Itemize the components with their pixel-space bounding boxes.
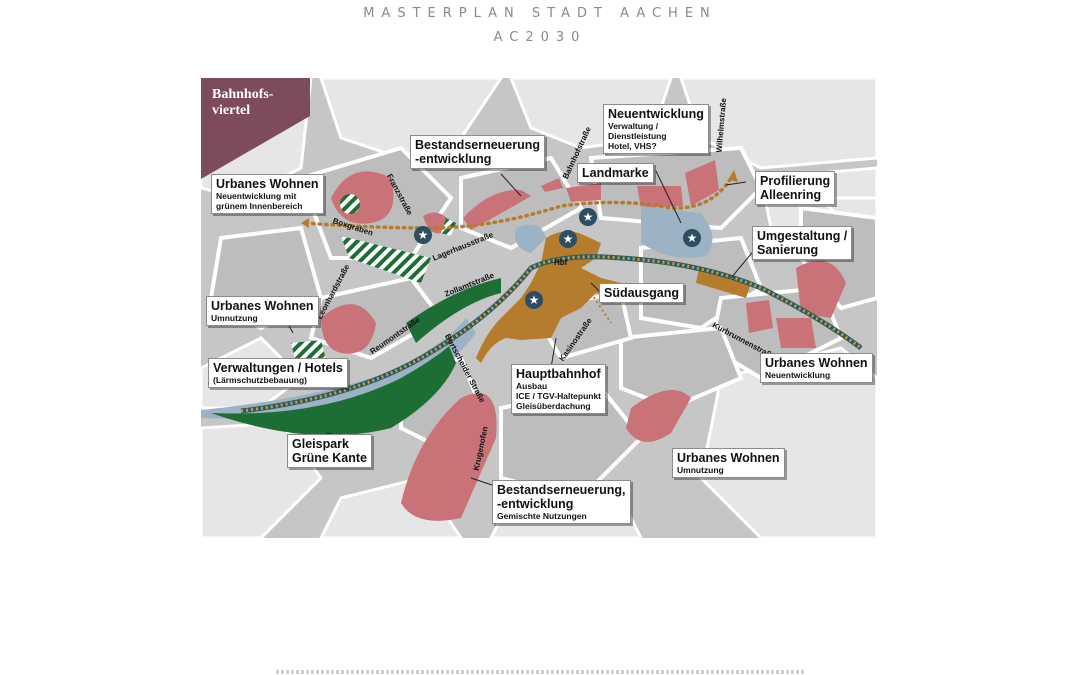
svg-text:★: ★	[563, 232, 574, 246]
label-landmarke: Landmarke	[577, 163, 654, 183]
label-title: Südausgang	[604, 286, 680, 300]
south-exit-path	[590, 292, 612, 324]
label-subtitle: Neuentwicklung mit grünem Innenbereich	[216, 191, 303, 211]
site-plan-map: ★ ★ ★ ★ ★ Bahnhofs- viertel Franzstraße …	[201, 78, 877, 538]
label-subtitle: Umnutzung	[211, 313, 258, 323]
svg-text:★: ★	[529, 293, 540, 307]
header-subtitle: AC2030	[493, 30, 587, 45]
residential-areas	[321, 160, 846, 521]
label-hauptbahnhof: Hauptbahnhof Ausbau ICE / TGV-Haltepunkt…	[511, 364, 607, 414]
label-title: Neuentwicklung	[608, 107, 704, 121]
label-subtitle: Gemischte Nutzungen	[497, 511, 587, 521]
label-title: Urbanes Wohnen	[211, 299, 314, 313]
label-title: Hauptbahnhof	[516, 367, 601, 381]
green-park	[211, 278, 501, 436]
label-title: Verwaltungen / Hotels	[213, 361, 343, 375]
svg-text:★: ★	[583, 210, 594, 224]
label-urbanes-wohnen-neuentwicklung-east: Urbanes Wohnen Neuentwicklung	[760, 353, 873, 383]
arrow-west	[301, 218, 309, 228]
station-area	[476, 231, 751, 363]
district-badge	[201, 78, 310, 179]
label-subtitle: (Lärmschutzbebauung)	[213, 375, 307, 385]
label-title: Umgestaltung / Sanierung	[757, 229, 848, 257]
ring-route	[304, 176, 733, 230]
landmark-stars: ★ ★ ★ ★ ★	[414, 208, 701, 309]
label-verwaltungen-hotels: Verwaltungen / Hotels (Lärmschutzbebauun…	[208, 358, 348, 388]
label-title: Urbanes Wohnen	[216, 177, 319, 191]
svg-text:★: ★	[418, 228, 429, 242]
label-subtitle: Verwaltung / Dienstleistung Hotel, VHS?	[608, 121, 667, 151]
label-neuentwicklung: Neuentwicklung Verwaltung / Dienstleistu…	[603, 104, 709, 154]
label-gleispark: Gleispark Grüne Kante	[287, 434, 373, 468]
label-subtitle: Ausbau ICE / TGV-Haltepunkt Gleisüberdac…	[516, 381, 602, 411]
label-umgestaltung-sanierung: Umgestaltung / Sanierung	[752, 226, 853, 260]
label-bestandserneuerung-gemischt: Bestandserneuerung, -entwicklung Gemisch…	[492, 480, 631, 524]
arrow-north	[728, 170, 738, 182]
label-title: Bestandserneuerung -entwicklung	[415, 138, 541, 166]
hbf-label: Hbf	[554, 258, 568, 267]
svg-text:★: ★	[687, 231, 698, 245]
label-urbanes-wohnen-neuentwicklung: Urbanes Wohnen Neuentwicklung mit grünem…	[211, 174, 324, 214]
railway-ties	[240, 255, 862, 413]
label-urbanes-wohnen-umnutzung: Urbanes Wohnen Umnutzung	[206, 296, 319, 326]
label-title: Profilierung Alleenring	[760, 174, 831, 202]
footer-strip	[276, 670, 806, 674]
district-name: Bahnhofs- viertel	[212, 87, 274, 118]
label-title: Landmarke	[582, 166, 649, 180]
label-subtitle: Neuentwicklung	[765, 370, 831, 380]
hatched-green	[291, 194, 456, 363]
label-bestandserneuerung: Bestandserneuerung -entwicklung	[410, 135, 546, 169]
label-urbanes-wohnen-umnutzung-south: Urbanes Wohnen Umnutzung	[672, 448, 785, 478]
label-title: Bestandserneuerung, -entwicklung	[497, 483, 626, 511]
label-profilierung-alleenring: Profilierung Alleenring	[755, 171, 836, 205]
label-suedausgang: Südausgang	[599, 283, 685, 303]
label-title: Urbanes Wohnen	[677, 451, 780, 465]
header-title: MASTERPLAN STADT AACHEN	[363, 6, 717, 21]
label-title: Gleispark Grüne Kante	[292, 437, 368, 465]
label-title: Urbanes Wohnen	[765, 356, 868, 370]
label-subtitle: Umnutzung	[677, 465, 724, 475]
